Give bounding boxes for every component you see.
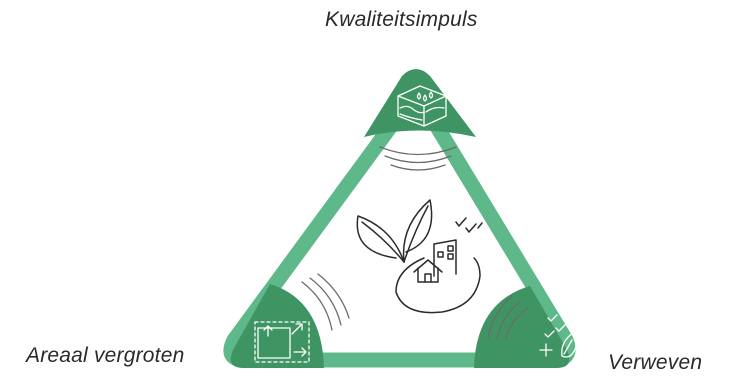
corner-label-kwaliteitsimpuls: Kwaliteitsimpuls — [325, 8, 478, 31]
checks-leaf-icon — [539, 314, 577, 358]
ripple-arcs-top — [379, 146, 457, 171]
corner-cap-left — [230, 284, 324, 368]
ripple-arcs-left — [301, 273, 350, 331]
ripple-arcs-right — [487, 295, 529, 339]
corner-cap-top — [364, 69, 476, 137]
nature-house-icon — [356, 199, 483, 314]
soil-water-icon — [397, 85, 447, 127]
corner-label-areaal-vergroten: Areaal vergroten — [26, 344, 185, 367]
area-expand-icon — [254, 321, 310, 363]
corner-label-verweven: Verweven — [608, 351, 703, 374]
